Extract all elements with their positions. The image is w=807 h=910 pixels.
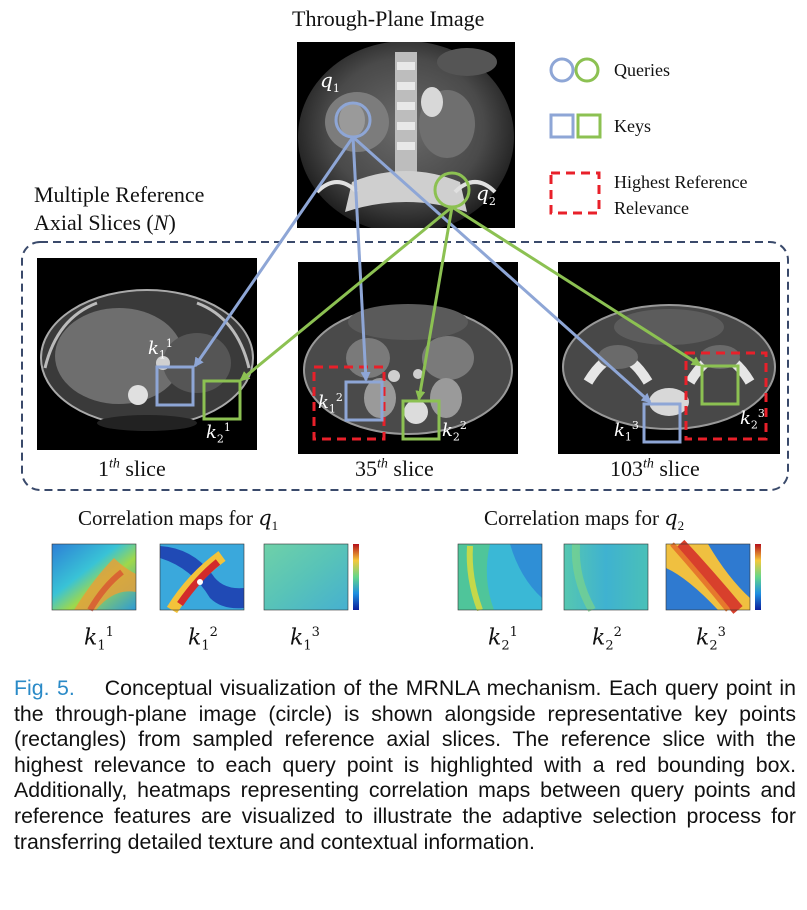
legend-key-squares [548,112,608,142]
key-label-k2-1: k21 [206,421,231,446]
corr-label-k2-1: k21 [488,625,518,654]
heatmap-q1-k1-3-graphic [263,543,359,611]
heatmap-q2-k2-3 [658,538,776,616]
reference-title-line2: Axial Slices (N) [34,210,176,236]
key-label-k2-2: k22 [442,419,467,444]
figure-caption: Fig. 5. Conceptual visualization of the … [14,676,796,855]
heatmap-q1-k1-2 [152,538,250,616]
heatmap-q2-k2-3-graphic [665,539,761,614]
query-label-q1: q1 [320,68,340,95]
correlation-title-q1: Correlation maps for q1 [78,506,279,534]
reference-title-var: N [153,210,169,235]
figure-label: Fig. 5. [14,676,75,700]
heatmap-q1-k1-1 [44,538,142,616]
legend-highest-line1: Highest Reference [614,172,748,192]
heatmap-q2-k2-1-graphic [457,543,543,612]
dashed-red-box-icon [549,171,601,215]
corr-label-k2-2: k22 [592,625,622,654]
reference-title-text: Axial Slices ( [34,210,154,235]
key-squares-icon [549,113,602,139]
query-label-q2: q2 [476,181,496,208]
slice-2-image [298,262,518,454]
heatmap-q2-k2-1 [450,538,548,616]
legend-query-circles [548,56,608,86]
slice-3-label: 103th slice [610,456,700,481]
corr-label-k1-3: k13 [290,625,320,654]
key-label-k1-2: k12 [318,391,343,416]
heatmap-q1-k1-3 [256,538,374,616]
corr-label-k1-2: k12 [188,625,218,654]
through-plane-title: Through-Plane Image [292,6,485,31]
caption-text: Conceptual visualization of the MRNLA me… [14,676,797,854]
query-circles-icon [549,57,600,83]
slice-1-label: 1th slice [98,456,166,481]
legend-highlight-box [548,170,604,218]
key-label-k1-3: k13 [614,419,639,444]
heatmap-q1-k1-1-graphic [51,543,137,612]
key-label-k2-3: k23 [740,407,765,432]
correlation-title-q2: Correlation maps for q2 [484,506,685,534]
heatmap-q2-k2-2-graphic [563,543,649,612]
reference-title-line1: Multiple Reference [34,182,205,207]
heatmap-q1-k1-2-graphic [159,543,245,614]
corr-label-k1-1: k11 [84,625,114,654]
heatmap-q2-k2-2 [556,538,654,616]
slice-2-label: 35th slice [355,456,434,481]
legend-queries-label: Queries [614,60,670,80]
reference-title-close: ) [168,210,176,235]
slice-2-ct-graphic [298,262,518,454]
corr-label-k2-3: k23 [696,625,726,654]
legend-keys-label: Keys [614,116,651,136]
legend-highest-line2: Relevance [614,198,689,218]
key-label-k1-1: k11 [148,337,173,362]
